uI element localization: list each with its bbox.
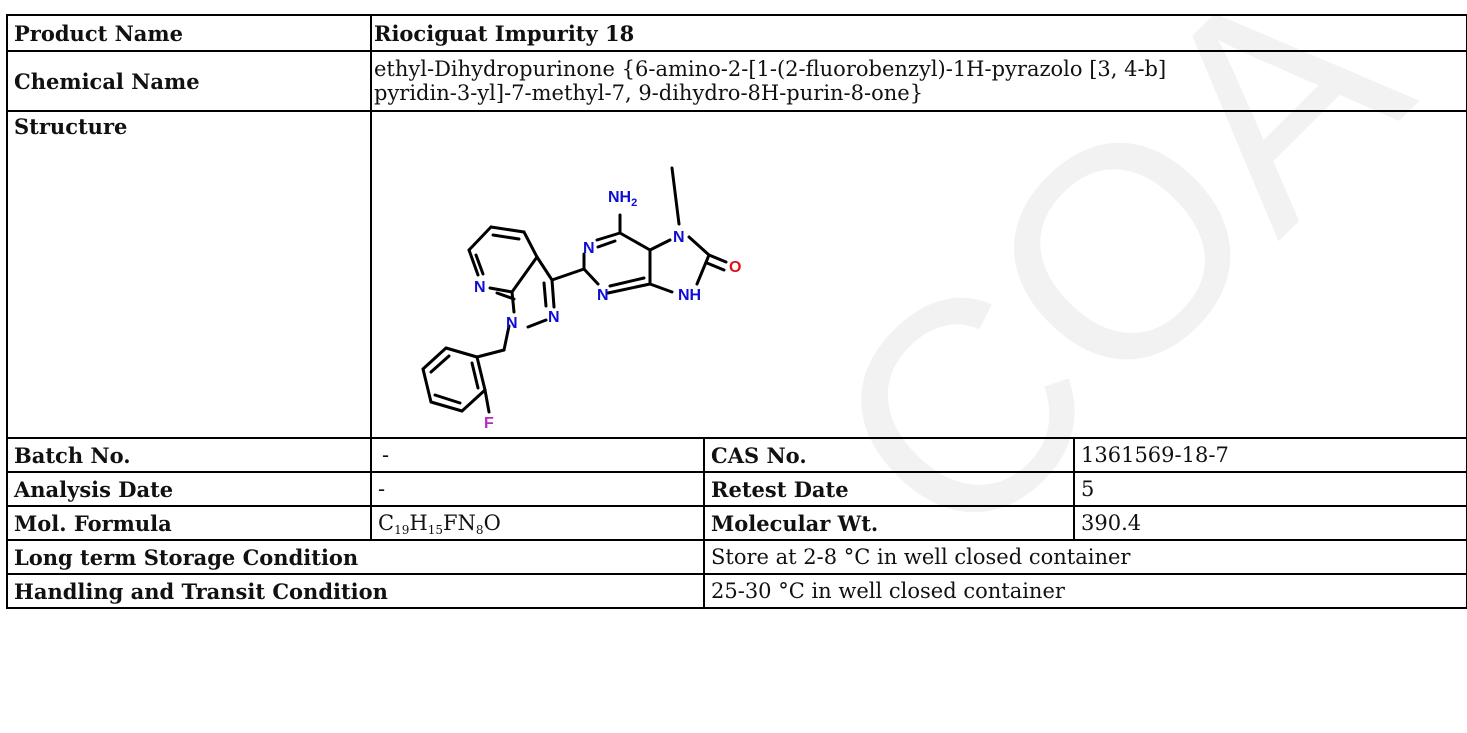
bond — [510, 290, 516, 314]
bond — [687, 235, 711, 257]
bond — [502, 324, 511, 352]
product-name-label: Product Name — [6, 14, 372, 52]
atom-n-pyrazole-2: N — [548, 309, 560, 326]
row-formula-molwt: Mol. Formula C19H15FN8O Molecular Wt. 39… — [6, 505, 1467, 541]
storage-condition-value: Store at 2-8 °C in well closed container — [702, 539, 1467, 575]
atom-n-pyrimidine-bottom: N — [597, 287, 609, 304]
bond — [444, 346, 479, 359]
row-batch-cas: Batch No. - CAS No. 1361569-18-7 — [6, 437, 1467, 473]
atom-oxygen: O — [729, 259, 741, 276]
bond — [475, 355, 487, 392]
cas-no-label: CAS No. — [703, 437, 1075, 473]
atom-nh2: NH2 — [608, 189, 637, 209]
atom-n-pyrazole-1: N — [506, 315, 518, 332]
bond — [618, 231, 652, 252]
retest-date-label: Retest Date — [703, 471, 1075, 507]
bond — [582, 267, 600, 286]
bond — [489, 225, 526, 234]
handling-condition-value: 25-30 °C in well closed container — [702, 573, 1467, 609]
cas-no-value: 1361569-18-7 — [1072, 437, 1467, 473]
row-product-name: Product Name Riociguat Impurity 18 — [6, 14, 1467, 52]
retest-date-value: 5 — [1072, 471, 1467, 507]
bond — [433, 393, 462, 405]
bond — [705, 261, 726, 272]
bond — [470, 361, 480, 390]
mol-formula-label: Mol. Formula — [6, 505, 372, 541]
bond — [608, 276, 646, 288]
chemical-structure-image: NH2 N N N NH O N N N F — [421, 166, 741, 432]
bond — [467, 248, 480, 277]
chemical-name-line-1: ethyl-Dihydropurinone {6-amino-2-[1-(2-f… — [374, 57, 1167, 81]
atom-n-pyridine: N — [474, 279, 486, 296]
bond — [483, 388, 491, 414]
bond — [526, 318, 548, 329]
mol-formula-value: C19H15FN8O — [370, 505, 705, 541]
atom-fluorine: F — [484, 415, 494, 432]
chemical-name-line-2: pyridin-3-yl]-7-methyl-7, 9-dihydro-8H-p… — [374, 81, 924, 105]
bond — [550, 278, 556, 309]
bond — [695, 253, 711, 286]
storage-condition-label: Long term Storage Condition — [6, 539, 705, 575]
row-analysis-retest: Analysis Date - Retest Date 5 — [6, 471, 1467, 507]
bond — [421, 346, 448, 371]
row-chemical-name: Chemical Name ethyl-Dihydropurinone {6-a… — [6, 50, 1467, 112]
bond — [550, 267, 586, 282]
bond — [475, 348, 506, 359]
bond — [648, 282, 674, 294]
row-handling: Handling and Transit Condition 25-30 °C … — [6, 573, 1467, 609]
bond — [670, 166, 681, 226]
row-storage: Long term Storage Condition Store at 2-8… — [6, 539, 1467, 575]
bond — [491, 233, 521, 241]
bond — [510, 255, 539, 294]
bond — [535, 255, 554, 282]
atom-n-pyrimidine-top: N — [583, 240, 595, 257]
structure-cell: NH2 N N N NH O N N N F — [369, 110, 1467, 439]
analysis-date-value: - — [370, 471, 705, 507]
chemical-name-value: ethyl-Dihydropurinone {6-amino-2-[1-(2-f… — [369, 50, 1467, 112]
chemical-name-label: Chemical Name — [6, 50, 372, 112]
atom-nh: NH — [678, 287, 701, 304]
row-structure: Structure — [6, 110, 1467, 439]
atom-n-methyl: N — [673, 229, 685, 246]
bond — [596, 239, 617, 249]
bond — [474, 253, 485, 276]
product-name-value: Riociguat Impurity 18 — [369, 14, 1467, 52]
bond — [429, 400, 464, 413]
bond — [467, 225, 493, 252]
bond — [522, 230, 539, 259]
batch-no-label: Batch No. — [6, 437, 372, 473]
bond — [495, 291, 516, 301]
bond — [429, 354, 451, 374]
bond — [595, 231, 622, 242]
bond — [488, 286, 514, 294]
bond — [606, 282, 652, 295]
bond — [648, 238, 672, 252]
bond — [542, 281, 548, 308]
molecular-wt-value: 390.4 — [1072, 505, 1467, 541]
bond — [460, 388, 487, 413]
batch-no-value: - — [370, 437, 705, 473]
bond — [421, 367, 433, 404]
handling-condition-label: Handling and Transit Condition — [6, 573, 705, 609]
molecular-wt-label: Molecular Wt. — [703, 505, 1075, 541]
analysis-date-label: Analysis Date — [6, 471, 372, 507]
bond — [707, 253, 728, 264]
structure-label: Structure — [6, 110, 372, 439]
coa-table: Product Name Riociguat Impurity 18 Chemi… — [6, 14, 1467, 609]
